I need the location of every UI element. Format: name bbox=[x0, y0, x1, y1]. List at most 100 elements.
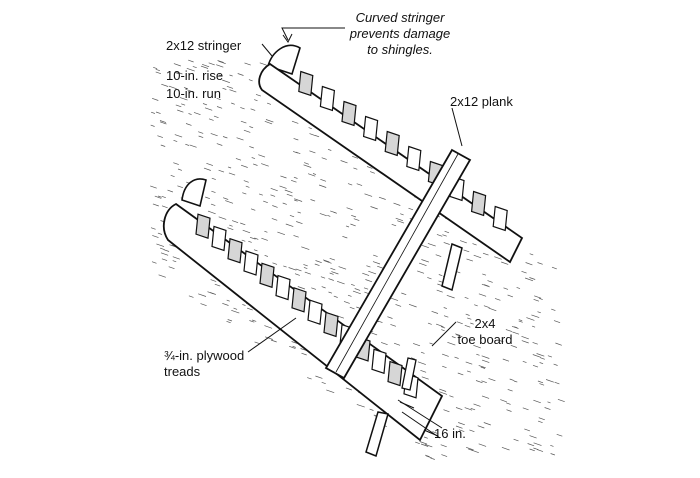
shingle-mark bbox=[250, 108, 256, 111]
shingle-mark bbox=[478, 365, 486, 369]
shingle-mark bbox=[458, 422, 465, 426]
shingle-mark bbox=[473, 254, 482, 259]
shingle-mark bbox=[207, 291, 214, 295]
shingle-mark bbox=[529, 277, 536, 280]
shingle-mark bbox=[435, 254, 442, 257]
shingle-mark bbox=[314, 263, 320, 266]
shingle-mark bbox=[175, 71, 183, 75]
shingle-mark bbox=[175, 72, 180, 75]
shingle-mark bbox=[172, 260, 177, 263]
shingle-mark bbox=[177, 185, 184, 189]
shingle-mark bbox=[366, 166, 373, 169]
shingle-mark bbox=[343, 301, 350, 304]
shingle-mark bbox=[557, 398, 565, 403]
shingle-mark bbox=[435, 323, 444, 328]
shingle-mark bbox=[270, 194, 276, 197]
shingle-mark bbox=[502, 358, 510, 362]
shingle-mark bbox=[455, 407, 463, 411]
shingle-mark bbox=[295, 268, 302, 272]
stringer-leader bbox=[261, 43, 273, 57]
shingle-mark bbox=[442, 234, 447, 237]
shingle-mark bbox=[303, 264, 308, 267]
spacing-label: 16 in. bbox=[434, 426, 466, 441]
shingle-mark bbox=[218, 169, 225, 173]
lower-tread bbox=[211, 225, 227, 252]
shingle-mark bbox=[321, 286, 326, 289]
shingle-mark bbox=[264, 254, 269, 257]
shingle-mark bbox=[264, 120, 273, 125]
shingle-mark bbox=[421, 376, 429, 380]
shingle-mark bbox=[248, 240, 252, 243]
shingle-mark bbox=[264, 336, 274, 340]
shingle-mark bbox=[446, 294, 455, 299]
shingle-mark bbox=[499, 340, 504, 343]
shingle-mark bbox=[545, 379, 554, 383]
shingle-mark bbox=[282, 202, 287, 205]
lower-tread bbox=[323, 311, 339, 338]
shingle-mark bbox=[408, 207, 414, 211]
curved-stringer-note: Curved stringer prevents damage to shing… bbox=[336, 10, 464, 58]
shingle-mark bbox=[249, 320, 255, 323]
shingle-mark bbox=[329, 272, 334, 275]
shingle-mark bbox=[364, 291, 369, 294]
shingle-mark bbox=[432, 431, 438, 434]
shingle-mark bbox=[261, 163, 269, 167]
lower-tread bbox=[195, 213, 211, 239]
shingle-mark bbox=[482, 252, 489, 256]
shingle-mark bbox=[349, 306, 355, 310]
shingle-mark bbox=[456, 334, 463, 338]
shingle-mark bbox=[222, 79, 231, 84]
cross-plank bbox=[324, 148, 472, 380]
treads-label-line-2: treads bbox=[164, 364, 201, 379]
shingle-mark bbox=[251, 157, 256, 159]
shingle-mark bbox=[242, 192, 247, 195]
shingle-mark bbox=[277, 231, 286, 236]
shingle-mark bbox=[390, 324, 397, 327]
upper-stringer-board bbox=[258, 62, 524, 264]
upper-stringer bbox=[258, 44, 524, 264]
shingle-mark bbox=[464, 324, 471, 328]
shingle-mark bbox=[231, 220, 239, 224]
shingle-mark bbox=[330, 267, 336, 271]
shingle-mark bbox=[228, 172, 236, 176]
shingle-mark bbox=[524, 428, 531, 432]
shingle-mark bbox=[181, 103, 186, 106]
shingle-mark bbox=[503, 287, 509, 290]
shingle-mark bbox=[481, 380, 487, 384]
shingle-mark bbox=[206, 162, 214, 166]
shingle-mark bbox=[170, 174, 175, 178]
shingle-mark bbox=[372, 261, 381, 265]
shingle-mark bbox=[150, 111, 156, 114]
shingle-mark bbox=[473, 344, 481, 349]
shingle-mark bbox=[250, 208, 256, 211]
shingle-mark bbox=[150, 185, 157, 189]
shingle-mark bbox=[513, 380, 518, 383]
shingle-mark bbox=[211, 190, 216, 193]
shingle-mark bbox=[292, 151, 299, 154]
shingle-mark bbox=[442, 365, 447, 369]
shingle-mark bbox=[469, 429, 475, 433]
shingle-mark bbox=[279, 185, 287, 189]
shingle-mark bbox=[172, 256, 180, 260]
shingle-mark bbox=[226, 299, 230, 302]
shingle-mark bbox=[271, 218, 278, 221]
shingle-mark bbox=[301, 352, 307, 356]
shingle-mark bbox=[387, 316, 393, 319]
shingle-mark bbox=[284, 189, 293, 194]
shingle-mark bbox=[225, 200, 234, 204]
shingle-mark bbox=[258, 193, 263, 196]
shingle-mark bbox=[266, 102, 272, 105]
shingle-mark bbox=[400, 213, 404, 216]
shingle-mark bbox=[328, 278, 334, 281]
shingle-mark bbox=[539, 383, 545, 386]
shingle-mark bbox=[436, 289, 443, 293]
shingle-mark bbox=[263, 200, 268, 204]
shingle-mark bbox=[478, 443, 487, 447]
shingle-mark bbox=[505, 329, 513, 332]
shingle-mark bbox=[470, 407, 476, 411]
shingle-mark bbox=[533, 298, 540, 302]
upper-tread bbox=[470, 190, 487, 217]
shingle-mark bbox=[168, 85, 177, 90]
shingle-mark bbox=[464, 296, 469, 299]
